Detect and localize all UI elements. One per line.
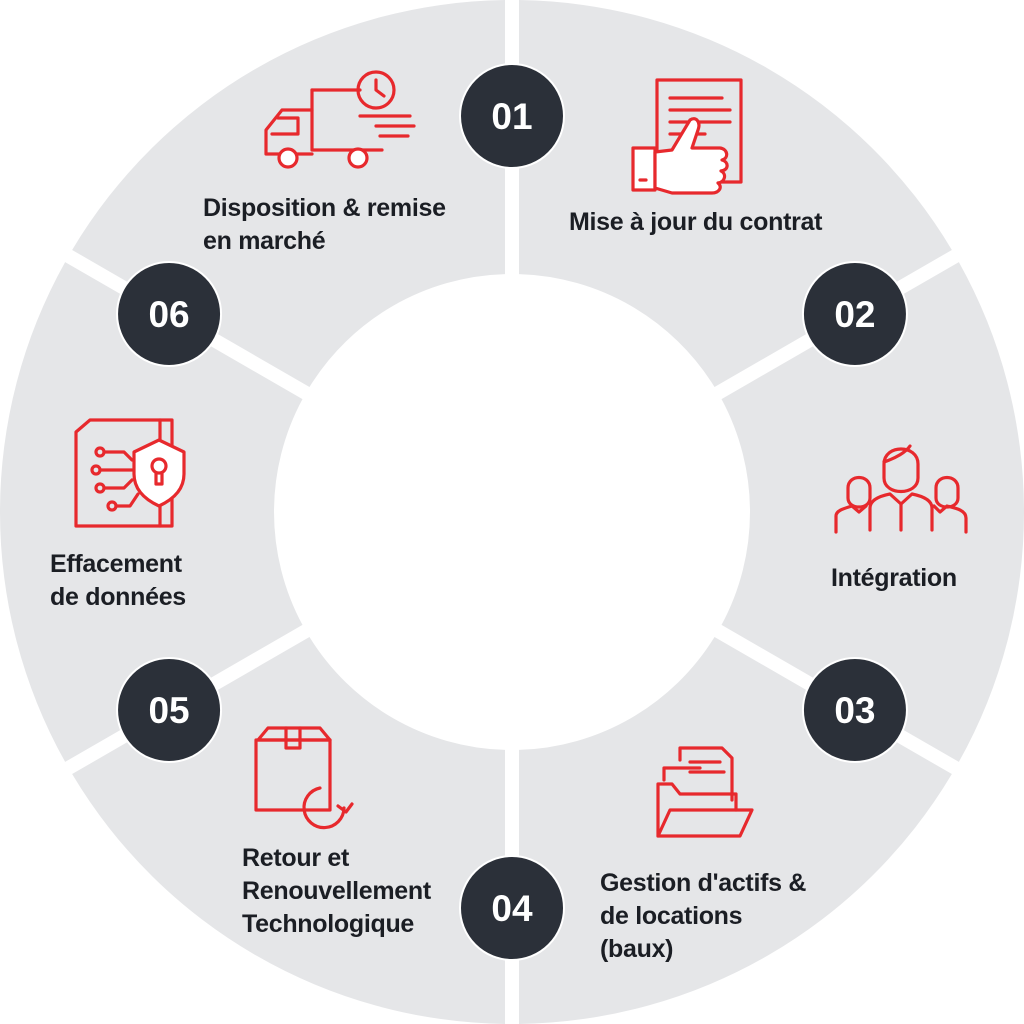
step-number: 02: [834, 294, 875, 335]
step-04-label-line: Technologique: [242, 910, 415, 938]
step-05-label: Effacement de données: [50, 548, 186, 614]
step-03-label: Gestion d'actifs & de locations (baux): [600, 867, 806, 966]
step-05-label-line: Effacement: [50, 550, 182, 578]
step-01-label: Mise à jour du contrat: [569, 206, 822, 239]
step-05-label-line: de données: [50, 583, 186, 611]
step-badge-02: 02: [801, 261, 908, 367]
step-number: 03: [834, 690, 875, 731]
step-03-label-line: (baux): [600, 935, 674, 963]
box-return-icon: [254, 726, 354, 830]
step-badges: 01 02 03 04 05 06: [116, 63, 908, 961]
step-03-label-line: Gestion d'actifs &: [600, 869, 807, 897]
step-badge-03: 03: [801, 657, 908, 763]
step-04-label-line: Renouvellement: [242, 877, 431, 905]
contract-thumbs-up-icon: [631, 78, 743, 195]
step-02-label: Intégration: [831, 562, 957, 595]
step-number: 01: [491, 96, 532, 137]
delivery-truck-clock-icon: [264, 70, 416, 169]
step-06-label-line: en marché: [203, 227, 326, 255]
step-number: 06: [148, 294, 189, 335]
wheel-segment-05: [0, 262, 303, 762]
step-01-label-line: Mise à jour du contrat: [569, 208, 823, 236]
step-04-label: Retour et Renouvellement Technologique: [242, 842, 431, 941]
folder-documents-icon: [656, 746, 754, 838]
step-badge-05: 05: [116, 657, 223, 763]
step-04-label-line: Retour et: [242, 844, 350, 872]
step-number: 04: [491, 888, 533, 929]
step-badge-04: 04: [459, 855, 565, 961]
step-badge-01: 01: [459, 63, 565, 169]
step-06-label: Disposition & remise en marché: [203, 192, 446, 258]
step-badge-06: 06: [116, 261, 223, 367]
wheel-segment-02: [721, 262, 1024, 762]
step-06-label-line: Disposition & remise: [203, 194, 446, 222]
team-people-icon: [834, 444, 968, 534]
step-03-label-line: de locations: [600, 902, 743, 930]
data-shield-circuit-icon: [74, 418, 186, 528]
step-02-label-line: Intégration: [831, 564, 957, 592]
step-number: 05: [148, 690, 189, 731]
